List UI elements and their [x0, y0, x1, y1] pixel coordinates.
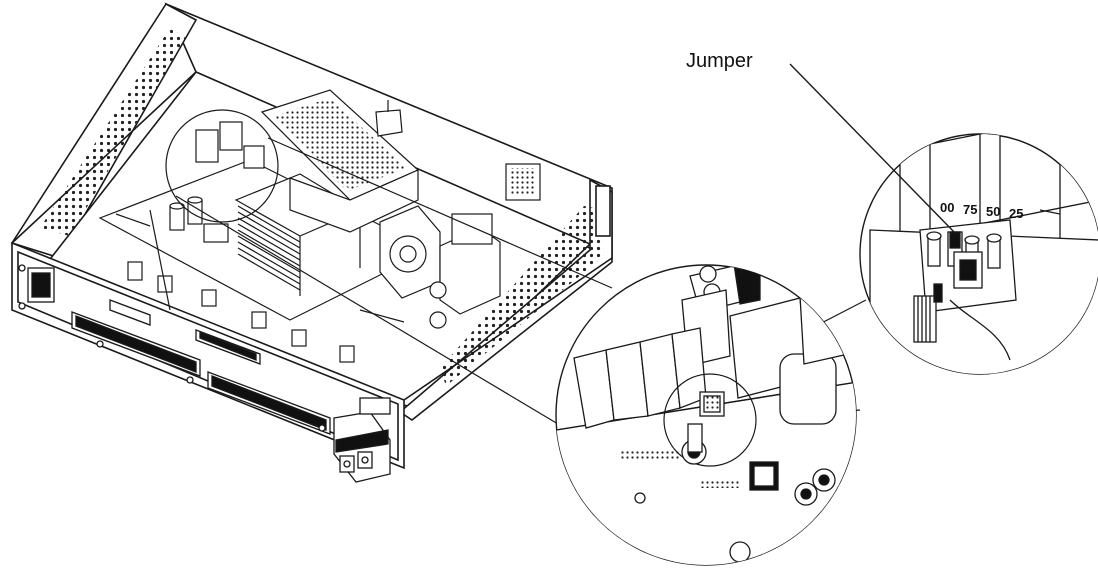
jumper-callout-label: Jumper — [686, 50, 753, 72]
detail-magnifier-mid — [555, 264, 857, 566]
internal-components — [98, 89, 541, 363]
jumper-scale-50: 50 — [986, 204, 1000, 219]
terminal-block-row-1 — [71, 299, 261, 377]
jumper-callout-leader — [789, 63, 957, 235]
terminal-block-row-2 — [207, 371, 331, 435]
jumper-scale-75: 75 — [963, 202, 977, 217]
ribbon-connector — [913, 283, 943, 343]
front-panel-details — [18, 264, 391, 483]
jumper-header — [919, 219, 1017, 313]
capacitors-mid — [794, 468, 836, 506]
rack-ear-right — [595, 185, 611, 237]
transformer — [429, 213, 501, 329]
cooling-fan — [379, 205, 441, 299]
relay-row — [573, 327, 707, 429]
jumper-scale-25: 25 — [1009, 206, 1023, 221]
jumper-scale-00: 00 — [940, 200, 954, 215]
output-connector — [333, 397, 391, 483]
detail-source-circle — [165, 109, 279, 223]
jumper-scale: 00 75 50 25 — [940, 200, 1023, 221]
detail-magnifier-right: 00 75 50 25 — [859, 133, 1098, 375]
jumper-detail-circle — [663, 373, 757, 467]
